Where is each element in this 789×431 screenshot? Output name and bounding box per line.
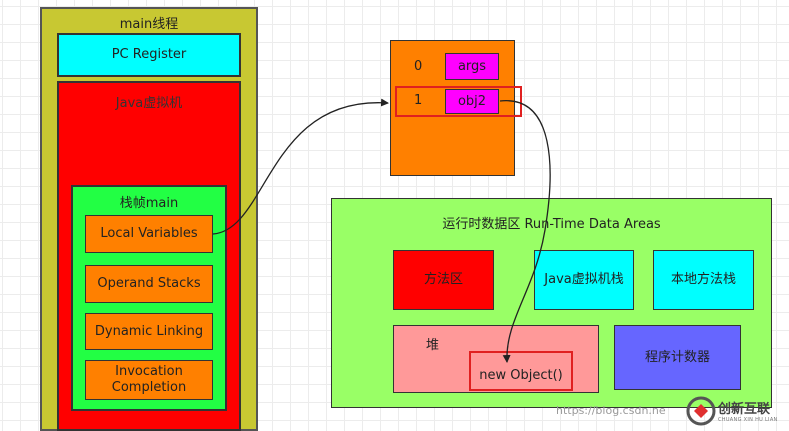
stack-frame-title: 栈帧main xyxy=(119,196,179,211)
lv-slot-obj2-label: obj2 xyxy=(457,93,487,109)
brand-logo-name: 创新互联 xyxy=(718,402,771,417)
lv-slot-args-label: args xyxy=(457,58,487,74)
heap-object-label: new Object() xyxy=(479,368,563,384)
invocation-completion-label: Invocation Completion xyxy=(111,364,187,395)
native-method-stack-box: 本地方法栈 xyxy=(653,250,754,310)
vm-stack-label: Java虚拟机栈 xyxy=(544,272,624,288)
invocation-completion-box: Invocation Completion xyxy=(85,360,213,400)
heap-box xyxy=(393,325,599,393)
method-area-label: 方法区 xyxy=(423,272,463,288)
local-variables-label: Local Variables xyxy=(100,226,198,242)
operand-stacks-label: Operand Stacks xyxy=(97,276,201,292)
pc-register-label: PC Register xyxy=(111,47,187,63)
program-counter-label: 程序计数器 xyxy=(644,349,710,365)
heap-object-box: new Object() xyxy=(469,351,573,391)
obj2-to-heap-object-arrow xyxy=(499,100,551,363)
lv-slot-obj2: obj2 xyxy=(445,89,499,114)
obj2-highlight-frame xyxy=(395,86,522,117)
heap-label: 堆 xyxy=(426,338,440,353)
jvm-label: Java虚拟机 xyxy=(115,96,183,111)
runtime-data-areas-title: 运行时数据区 Run-Time Data Areas xyxy=(442,217,661,232)
local-variables-to-table-arrow xyxy=(212,98,389,235)
native-method-stack-label: 本地方法栈 xyxy=(670,272,736,288)
dynamic-linking-box: Dynamic Linking xyxy=(85,313,213,350)
brand-logo-icon xyxy=(686,396,716,426)
lv-index-1: 1 xyxy=(414,93,423,108)
operand-stacks-box: Operand Stacks xyxy=(85,265,213,303)
method-area-box: 方法区 xyxy=(393,250,494,310)
program-counter-box: 程序计数器 xyxy=(614,325,741,390)
watermark-url: https://blog.csdn.ne xyxy=(556,404,666,417)
pc-register-box: PC Register xyxy=(57,33,241,77)
vm-stack-box: Java虚拟机栈 xyxy=(534,250,634,310)
dynamic-linking-label: Dynamic Linking xyxy=(94,323,204,339)
brand-logo-subtitle: CHUANG XIN HU LIAN xyxy=(718,417,778,423)
local-variables-box: Local Variables xyxy=(85,215,213,253)
brand-logo xyxy=(684,392,789,431)
lv-slot-args: args xyxy=(445,53,499,80)
main-thread-title: main线程 xyxy=(119,17,179,32)
lv-index-0: 0 xyxy=(414,59,423,74)
